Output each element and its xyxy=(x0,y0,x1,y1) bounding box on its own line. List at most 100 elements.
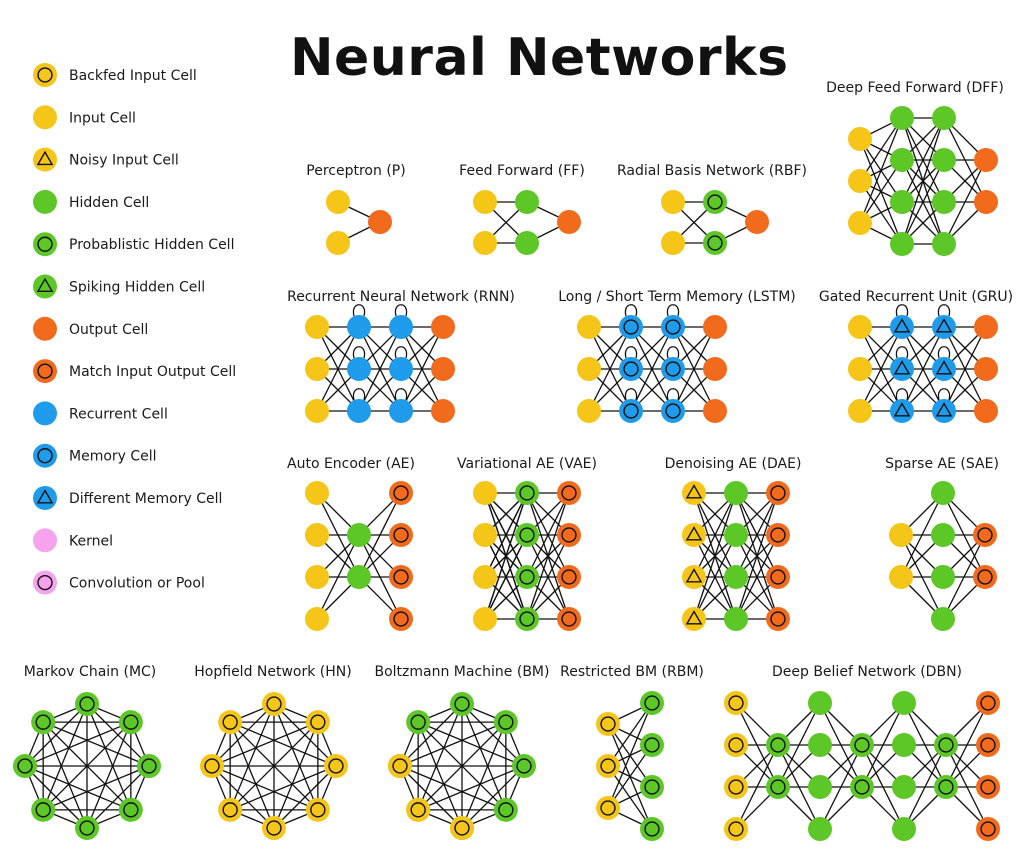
hidden-cell xyxy=(890,232,914,256)
output-cell xyxy=(976,775,1000,799)
hidden-cell xyxy=(406,710,431,735)
legend-label: Convolution or Pool xyxy=(69,576,205,592)
connection-line xyxy=(229,721,319,811)
hidden-cell xyxy=(75,692,99,716)
recurrent-cell xyxy=(619,315,643,339)
legend-swatch-output-circle xyxy=(33,359,57,384)
network-label-sae: Sparse AE (SAE) xyxy=(885,456,999,472)
recurrent-loop xyxy=(666,388,680,401)
connection-line xyxy=(229,721,337,767)
output-cell xyxy=(766,607,790,631)
hidden-cell xyxy=(347,565,371,589)
hidden-cell xyxy=(724,607,748,631)
recurrent-loop xyxy=(666,304,680,317)
input-cell xyxy=(406,797,431,822)
connection-line xyxy=(693,492,737,620)
legend-label: Backfed Input Cell xyxy=(69,68,197,84)
output-cell xyxy=(368,210,392,234)
output-cell xyxy=(557,607,581,631)
network-label-hn: Hopfield Network (HN) xyxy=(194,664,351,680)
input-cell xyxy=(262,692,286,716)
legend-swatch-input-triangle xyxy=(33,147,57,172)
hidden-cell xyxy=(640,775,664,799)
input-cell xyxy=(577,315,601,339)
legend-swatch-hidden-circle xyxy=(33,232,57,257)
output-cell xyxy=(974,148,998,172)
recurrent-cell xyxy=(389,357,413,381)
hidden-cell xyxy=(118,710,143,735)
connection-line xyxy=(943,326,987,412)
connection-line xyxy=(24,765,88,829)
output-cell xyxy=(389,607,413,631)
connection-line xyxy=(672,326,716,412)
hidden-cell xyxy=(703,190,727,214)
connection-line xyxy=(901,117,945,203)
network-label-rnn: Recurrent Neural Network (RNN) xyxy=(287,289,515,305)
input-cell xyxy=(473,523,497,547)
connection-line xyxy=(693,492,737,578)
hidden-cell xyxy=(892,775,916,799)
legend-swatch-recurrent-triangle xyxy=(33,486,57,510)
recurrent-cell xyxy=(389,399,413,423)
hidden-cell xyxy=(931,607,955,631)
hidden-cell xyxy=(640,691,664,715)
hidden-cell xyxy=(515,565,539,589)
input-cell xyxy=(200,754,224,778)
input-cell xyxy=(218,797,243,822)
hidden-cell xyxy=(515,231,539,255)
hidden-cell xyxy=(347,523,371,547)
legend-label: Match Input Output Cell xyxy=(69,364,236,380)
network-label-mc: Markov Chain (MC) xyxy=(24,664,157,680)
connection-line xyxy=(229,721,275,829)
connection-line xyxy=(943,159,987,245)
recurrent-loop xyxy=(937,388,951,401)
recurrent-cell xyxy=(890,357,914,381)
input-cell xyxy=(848,169,872,193)
hidden-cell xyxy=(493,710,518,735)
hidden-cell xyxy=(137,754,161,778)
recurrent-loop xyxy=(624,346,638,359)
connection-line xyxy=(859,117,903,224)
hidden-cell xyxy=(31,710,56,735)
output-cell xyxy=(974,357,998,381)
network-label-dbn: Deep Belief Network (DBN) xyxy=(772,664,962,680)
hidden-cell xyxy=(515,481,539,505)
network-label-bm: Boltzmann Machine (BM) xyxy=(375,664,550,680)
legend-label: Different Memory Cell xyxy=(69,491,222,507)
connection-line xyxy=(901,117,945,245)
hidden-cell xyxy=(890,106,914,130)
hidden-cell xyxy=(515,523,539,547)
output-cell xyxy=(431,315,455,339)
hidden-cell xyxy=(31,797,56,822)
input-cell xyxy=(450,816,474,840)
legend-label: Recurrent Cell xyxy=(69,406,168,422)
input-cell xyxy=(577,357,601,381)
legend-swatch-recurrent xyxy=(33,401,57,426)
connection-line xyxy=(484,534,528,620)
hidden-cell xyxy=(512,754,536,778)
recurrent-loop xyxy=(394,388,408,401)
connection-line xyxy=(859,159,903,224)
recurrent-cell xyxy=(347,399,371,423)
input-cell xyxy=(305,481,329,505)
output-cell xyxy=(703,315,727,339)
output-cell xyxy=(766,523,790,547)
connection-line xyxy=(859,326,903,412)
recurrent-loop xyxy=(352,304,366,317)
connection-line xyxy=(903,744,947,830)
legend-swatch-input xyxy=(33,105,57,130)
input-cell xyxy=(218,710,243,735)
hidden-cell xyxy=(890,148,914,172)
recurrent-cell xyxy=(347,315,371,339)
recurrent-cell xyxy=(661,357,685,381)
connection-line xyxy=(526,534,570,620)
output-cell xyxy=(389,481,413,505)
input-cell xyxy=(848,127,872,151)
legend-label: Input Cell xyxy=(69,110,136,126)
recurrent-cell xyxy=(619,399,643,423)
page-title: Neural Networks xyxy=(290,28,789,88)
connection-line xyxy=(630,326,674,412)
output-cell xyxy=(557,565,581,589)
legend-swatch-recurrent-circle xyxy=(33,443,57,468)
recurrent-loop xyxy=(895,304,909,317)
